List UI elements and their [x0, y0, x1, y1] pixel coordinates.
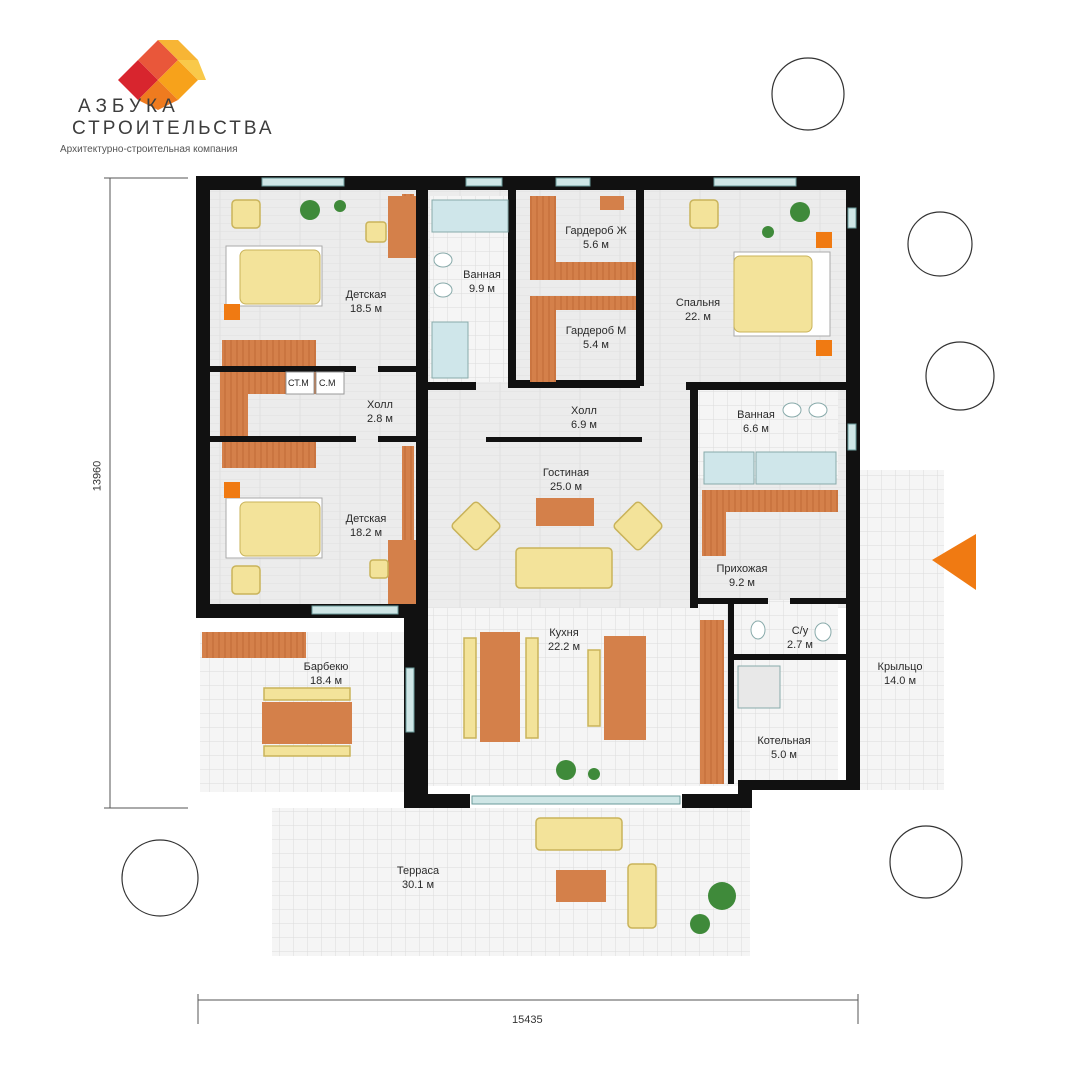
dimension-width: 15435: [512, 1014, 543, 1026]
brand-name-line1: АЗБУКА: [78, 96, 180, 117]
beds: [225, 245, 831, 559]
entrance-arrow-icon: [932, 534, 976, 590]
closet-sm-label: С.М: [319, 378, 336, 388]
brand-logo: [118, 40, 206, 110]
closet-st-label: СТ.М: [288, 378, 309, 388]
dimension-height: 13960: [91, 460, 104, 492]
brand-tagline: Архитектурно-строительная компания: [60, 144, 238, 155]
brand-name-line2: СТРОИТЕЛЬСТВА: [72, 118, 275, 139]
terrace-floor: [272, 808, 750, 956]
porch-floor: [852, 470, 944, 790]
